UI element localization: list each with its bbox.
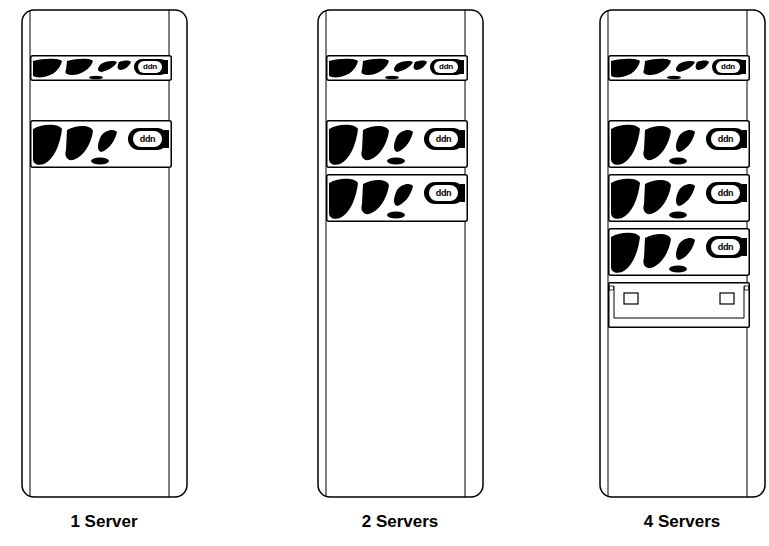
logo-text: ddn [721, 63, 735, 71]
logo-text: ddn [718, 189, 734, 198]
logo-text: ddn [439, 63, 453, 71]
logo-text: ddn [718, 243, 734, 252]
logo-text: ddn [143, 63, 157, 71]
rack-caption: 4 Servers [644, 512, 721, 532]
rack-caption: 2 Servers [362, 512, 439, 532]
logo-text: ddn [140, 135, 156, 144]
logo-text: ddn [718, 135, 734, 144]
logo-text: ddn [436, 135, 452, 144]
logo-text: ddn [436, 189, 452, 198]
rack-caption: 1 Server [70, 512, 137, 532]
